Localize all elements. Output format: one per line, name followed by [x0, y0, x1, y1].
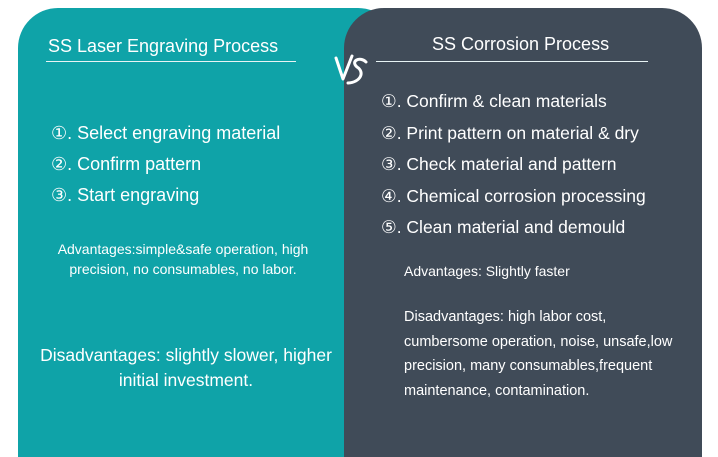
- laser-step-2: ②. Confirm pattern: [51, 154, 202, 174]
- laser-engraving-panel: SS Laser Engraving Process ①. Select eng…: [18, 8, 398, 457]
- corrosion-step-5: ⑤. Clean material and demould: [381, 217, 626, 237]
- laser-process-title: SS Laser Engraving Process: [48, 36, 279, 56]
- corrosion-step-4: ④. Chemical corrosion processing: [381, 185, 646, 206]
- corrosion-process-title: SS Corrosion Process: [432, 34, 610, 54]
- corrosion-panel: SS Corrosion Process ①. Confirm & clean …: [344, 8, 702, 457]
- vs-logo: [334, 54, 368, 85]
- laser-step-3: ③. Start engraving: [51, 185, 200, 205]
- corrosion-step-1: ①. Confirm & clean materials: [381, 91, 607, 111]
- corrosion-step-2: ②. Print pattern on material & dry: [381, 122, 639, 143]
- corrosion-step-3: ③. Check material and pattern: [381, 154, 617, 174]
- laser-step-1: ①. Select engraving material: [51, 123, 281, 143]
- laser-title-underline: [46, 61, 296, 62]
- laser-disadvantages: Disadvantages: slightly slower, higher i…: [40, 345, 332, 390]
- corrosion-steps-list: ①. Confirm & clean materials ②. Print pa…: [381, 86, 646, 244]
- corrosion-advantages: Advantages: Slightly faster: [404, 263, 570, 279]
- corrosion-title-underline: [376, 61, 648, 62]
- laser-advantages: Advantages:simple&safe operation, high p…: [57, 241, 309, 277]
- corrosion-disadvantages: Disadvantages: high labor cost, cumberso…: [404, 309, 673, 399]
- laser-steps-list: ①. Select engraving material ②. Confirm …: [51, 118, 280, 211]
